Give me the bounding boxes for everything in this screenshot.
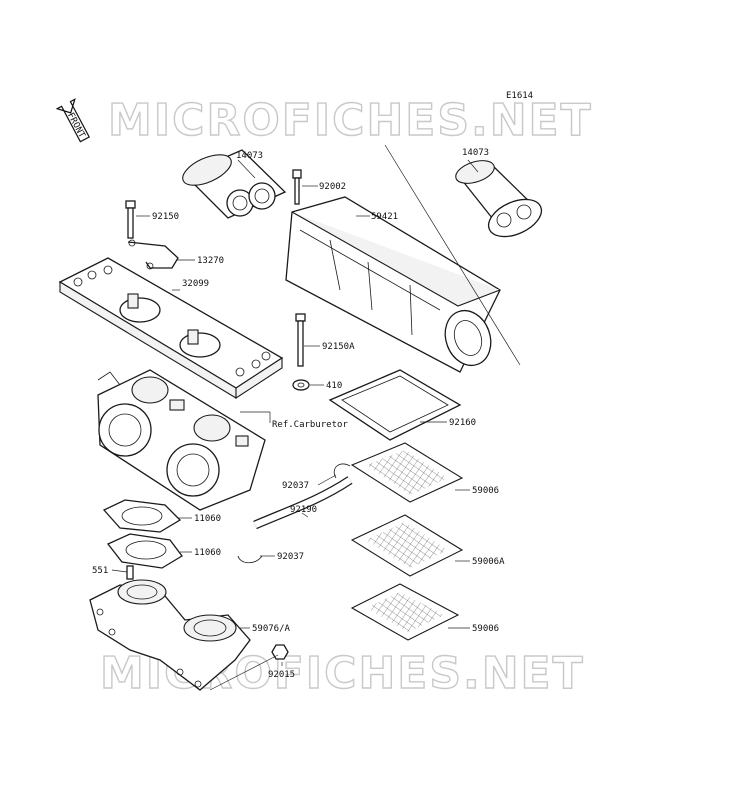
label-11060-lower: 11060 bbox=[194, 548, 221, 558]
label-92150a: 92150A bbox=[322, 342, 355, 352]
clamp-92037-upper bbox=[333, 463, 351, 479]
clamp-92037-lower bbox=[237, 555, 263, 564]
gasket-92160 bbox=[328, 369, 462, 441]
label-92160: 92160 bbox=[449, 418, 476, 428]
intake-tube-right bbox=[455, 160, 543, 238]
carburetor-assembly bbox=[97, 369, 266, 511]
label-92037-lower: 92037 bbox=[277, 552, 304, 562]
label-59421: 59421 bbox=[371, 212, 398, 222]
label-59006-top: 59006 bbox=[472, 486, 499, 496]
label-ref-carburetor: Ref.Carburetor bbox=[272, 420, 348, 430]
label-14073-left: 14073 bbox=[236, 151, 263, 161]
part-labels: 14073 14073 92002 59421 92150 13270 3209… bbox=[92, 148, 505, 680]
air-box-cover bbox=[285, 196, 501, 373]
gasket-11060-lower bbox=[106, 533, 183, 569]
label-92150: 92150 bbox=[152, 212, 179, 222]
bracket-13270 bbox=[127, 239, 179, 270]
label-11060-upper: 11060 bbox=[194, 514, 221, 524]
label-32099: 32099 bbox=[182, 279, 209, 289]
label-59006-bottom: 59006 bbox=[472, 624, 499, 634]
washer-410 bbox=[292, 379, 310, 391]
hose-92190 bbox=[253, 476, 353, 530]
diagram-code: E1614 bbox=[506, 91, 533, 101]
front-arrow-icon: FRONT bbox=[55, 98, 91, 143]
label-92190: 92190 bbox=[290, 505, 317, 515]
nut-92015 bbox=[271, 644, 289, 660]
label-410: 410 bbox=[326, 381, 342, 391]
label-92015: 92015 bbox=[268, 670, 295, 680]
label-59006a: 59006A bbox=[472, 557, 505, 567]
bolt-92150 bbox=[125, 200, 136, 239]
label-92037-upper: 92037 bbox=[282, 481, 309, 491]
mounting-plate-32099 bbox=[58, 257, 284, 400]
bolt-92002 bbox=[292, 169, 302, 205]
label-92002: 92002 bbox=[319, 182, 346, 192]
bolt-92150a bbox=[295, 313, 306, 367]
screen-59006a bbox=[350, 514, 464, 577]
leader-lines bbox=[111, 144, 521, 691]
intake-manifold-59076 bbox=[89, 579, 251, 691]
watermark-top: MICROFICHES.NET bbox=[108, 95, 593, 146]
label-551: 551 bbox=[92, 566, 108, 576]
screen-59006-bottom bbox=[350, 583, 460, 641]
gasket-11060-upper bbox=[102, 499, 182, 533]
screen-59006-top bbox=[350, 442, 464, 503]
intake-tube-left bbox=[182, 149, 287, 219]
label-59076a: 59076/A bbox=[252, 624, 291, 634]
label-14073-right: 14073 bbox=[462, 148, 489, 158]
label-13270: 13270 bbox=[197, 256, 224, 266]
pin-551 bbox=[126, 565, 134, 580]
